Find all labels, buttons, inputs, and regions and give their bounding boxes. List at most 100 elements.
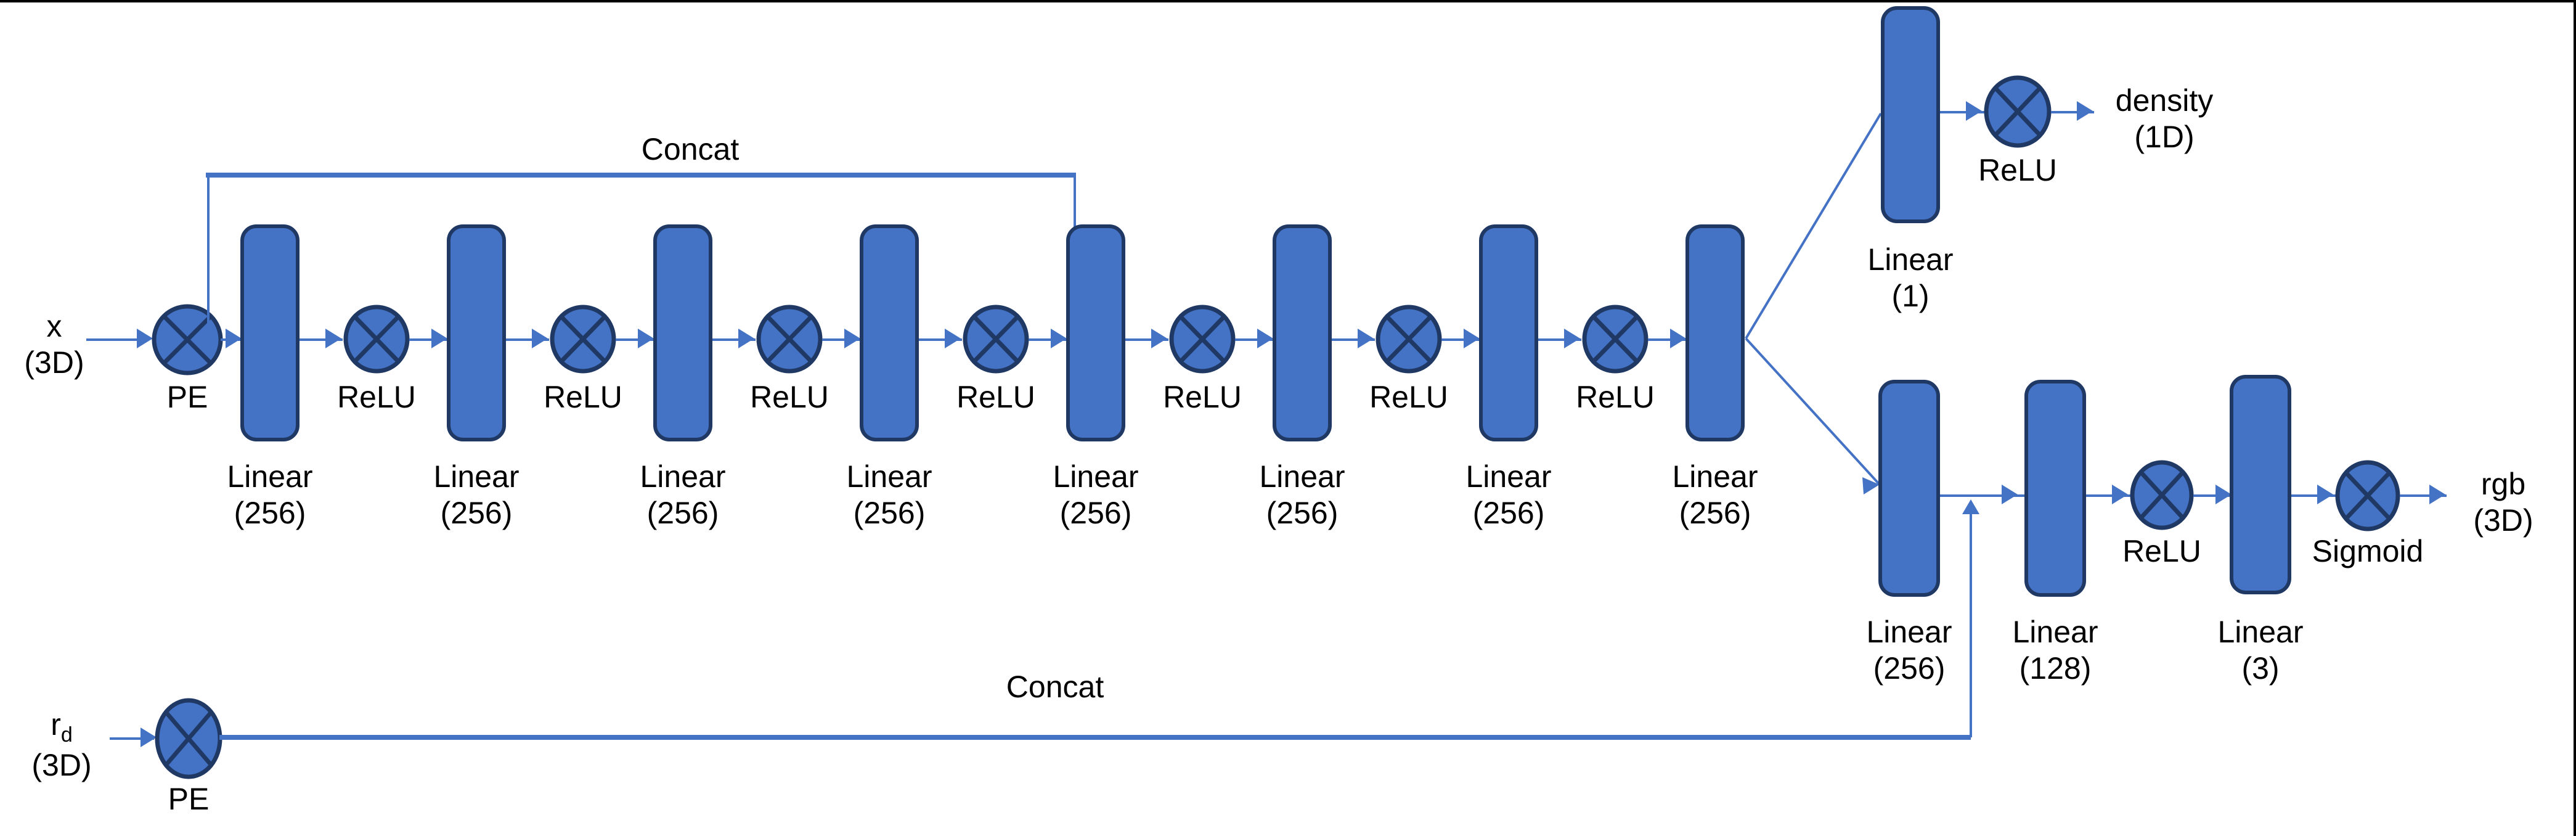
arrowhead-relu5-to-l6 xyxy=(1257,329,1273,348)
line-rgb128-to-relu xyxy=(2086,494,2130,497)
density-relu-label: ReLU xyxy=(1978,153,2057,187)
concat-bottom-span xyxy=(219,735,1971,740)
trunk-relu-label-5: ReLU xyxy=(1163,380,1242,414)
trunk-linear-block-1 xyxy=(240,224,300,441)
line-rgb3-to-sigmoid xyxy=(2291,494,2336,497)
rgb-linear-block-128 xyxy=(2024,380,2086,597)
trunk-relu-label-6: ReLU xyxy=(1369,380,1448,414)
trunk-relu-icon-2 xyxy=(549,305,617,374)
arrowhead-relu7-to-l8 xyxy=(1670,329,1686,348)
arrowhead-rgb-output xyxy=(2429,485,2445,504)
trunk-relu-icon-4 xyxy=(962,305,1030,374)
trunk-linear-label-4: Linear(256) xyxy=(846,459,932,530)
input-x-label: x(3D) xyxy=(24,309,84,380)
trunk-linear-label-5: Linear(256) xyxy=(1053,459,1139,530)
sigmoid-icon xyxy=(2334,460,2401,531)
density-linear-block xyxy=(1881,6,1940,223)
line-l7-to-relu7 xyxy=(1538,338,1581,341)
density-linear-label: Linear(1) xyxy=(1867,242,1954,313)
trunk-linear-label-3: Linear(256) xyxy=(640,459,726,530)
trunk-relu-icon-5 xyxy=(1168,305,1236,374)
concat-bottom-label: Concat xyxy=(1006,670,1104,704)
density-relu-icon xyxy=(1983,75,2052,148)
pe-encoder-x-icon xyxy=(151,303,224,376)
line-relu-to-rgb3 xyxy=(2193,494,2232,497)
rgb-linear-label-256: Linear(256) xyxy=(1866,615,1952,686)
line-relu6-to-l7 xyxy=(1441,338,1480,341)
arrowhead-relu3-to-l4 xyxy=(844,329,860,348)
arrowhead-l7-to-relu7 xyxy=(1564,329,1580,348)
trunk-linear-label-6: Linear(256) xyxy=(1259,459,1345,530)
rgb-relu-icon xyxy=(2129,460,2195,530)
line-relu2-to-l3 xyxy=(616,338,654,341)
trunk-relu-icon-1 xyxy=(343,305,410,374)
concat-bottom-right-leg xyxy=(1970,514,1972,737)
trunk-relu-label-1: ReLU xyxy=(337,380,416,414)
pe-encoder-x-label: PE xyxy=(166,380,208,414)
arrowhead-relu6-to-l7 xyxy=(1464,329,1480,348)
concat-top-left-leg xyxy=(207,174,210,340)
arrowhead-pe-to-linear1 xyxy=(226,329,242,348)
line-rgb256-to-rgb128 xyxy=(1940,494,2026,497)
arrowhead-rgb128-to-relu xyxy=(2112,485,2128,504)
trunk-relu-label-3: ReLU xyxy=(750,380,829,414)
arrowhead-relu4-to-l5 xyxy=(1051,329,1067,348)
trunk-relu-label-7: ReLU xyxy=(1576,380,1655,414)
arrowhead-concat-bottom xyxy=(1962,499,1979,514)
line-relu7-to-l8 xyxy=(1648,338,1686,341)
arrowhead-rgb3-to-sigmoid xyxy=(2317,485,2333,504)
trunk-linear-label-1: Linear(256) xyxy=(227,459,313,530)
density-output-label: density(1D) xyxy=(2115,83,2214,154)
arrow-x-to-pe xyxy=(86,338,139,341)
arrow-rd-to-pe xyxy=(110,737,154,740)
pe-encoder-rd-icon xyxy=(154,698,223,779)
trunk-linear-block-5 xyxy=(1066,224,1125,441)
trunk-relu-icon-3 xyxy=(756,305,823,374)
pe-encoder-rd-label: PE xyxy=(168,782,210,816)
arrowhead-l4-to-relu4 xyxy=(945,329,961,348)
trunk-relu-icon-6 xyxy=(1375,305,1443,374)
rgb-linear-block-256 xyxy=(1878,380,1940,597)
arrowhead-l2-to-relu2 xyxy=(532,329,548,348)
concat-top-label: Concat xyxy=(641,132,740,166)
line-l2-to-relu2 xyxy=(506,338,549,341)
rgb-output-label: rgb(3D) xyxy=(2473,467,2533,538)
trunk-linear-label-2: Linear(256) xyxy=(433,459,520,530)
arrowhead-relu2-to-l3 xyxy=(638,329,654,348)
trunk-linear-block-7 xyxy=(1479,224,1538,441)
trunk-relu-label-4: ReLU xyxy=(956,380,1035,414)
line-relu1-to-l2 xyxy=(409,338,447,341)
rgb-linear-block-3 xyxy=(2230,375,2291,594)
sigmoid-label: Sigmoid xyxy=(2312,534,2424,568)
arrowhead-density-output xyxy=(2077,101,2093,121)
trunk-linear-label-7: Linear(256) xyxy=(1465,459,1552,530)
rgb-relu-label: ReLU xyxy=(2122,534,2201,568)
rgb-linear-label-3: Linear(3) xyxy=(2217,615,2304,686)
trunk-relu-label-2: ReLU xyxy=(544,380,622,414)
trunk-linear-block-8 xyxy=(1685,224,1745,441)
line-density-linear-to-relu xyxy=(1940,111,1984,113)
arrowhead-l5-to-relu5 xyxy=(1151,329,1167,348)
line-l3-to-relu3 xyxy=(712,338,756,341)
trunk-linear-label-8: Linear(256) xyxy=(1672,459,1758,530)
arrowhead-relu-to-rgb3 xyxy=(2215,485,2232,504)
line-l4-to-relu4 xyxy=(919,338,962,341)
arrowhead-density-linear-to-relu xyxy=(1966,101,1982,121)
arrowhead-l1-to-relu1 xyxy=(325,329,341,348)
rgb-linear-label-128: Linear(128) xyxy=(2012,615,2098,686)
line-relu4-to-l5 xyxy=(1029,338,1067,341)
trunk-linear-block-2 xyxy=(447,224,506,441)
arrowhead-l6-to-relu6 xyxy=(1358,329,1374,348)
arrowhead-relu1-to-l2 xyxy=(431,329,447,348)
trunk-linear-block-6 xyxy=(1273,224,1332,441)
line-relu3-to-l4 xyxy=(822,338,860,341)
line-l6-to-relu6 xyxy=(1332,338,1375,341)
line-l1-to-relu1 xyxy=(300,338,343,341)
arrowhead-rgb256-to-rgb128 xyxy=(2002,485,2018,504)
trunk-linear-block-3 xyxy=(653,224,712,441)
arrowhead-l3-to-relu3 xyxy=(738,329,754,348)
line-l5-to-relu5 xyxy=(1125,338,1168,341)
line-sigmoid-to-rgb-output xyxy=(2400,494,2447,497)
input-rd-label: rd(3D) xyxy=(31,707,92,782)
